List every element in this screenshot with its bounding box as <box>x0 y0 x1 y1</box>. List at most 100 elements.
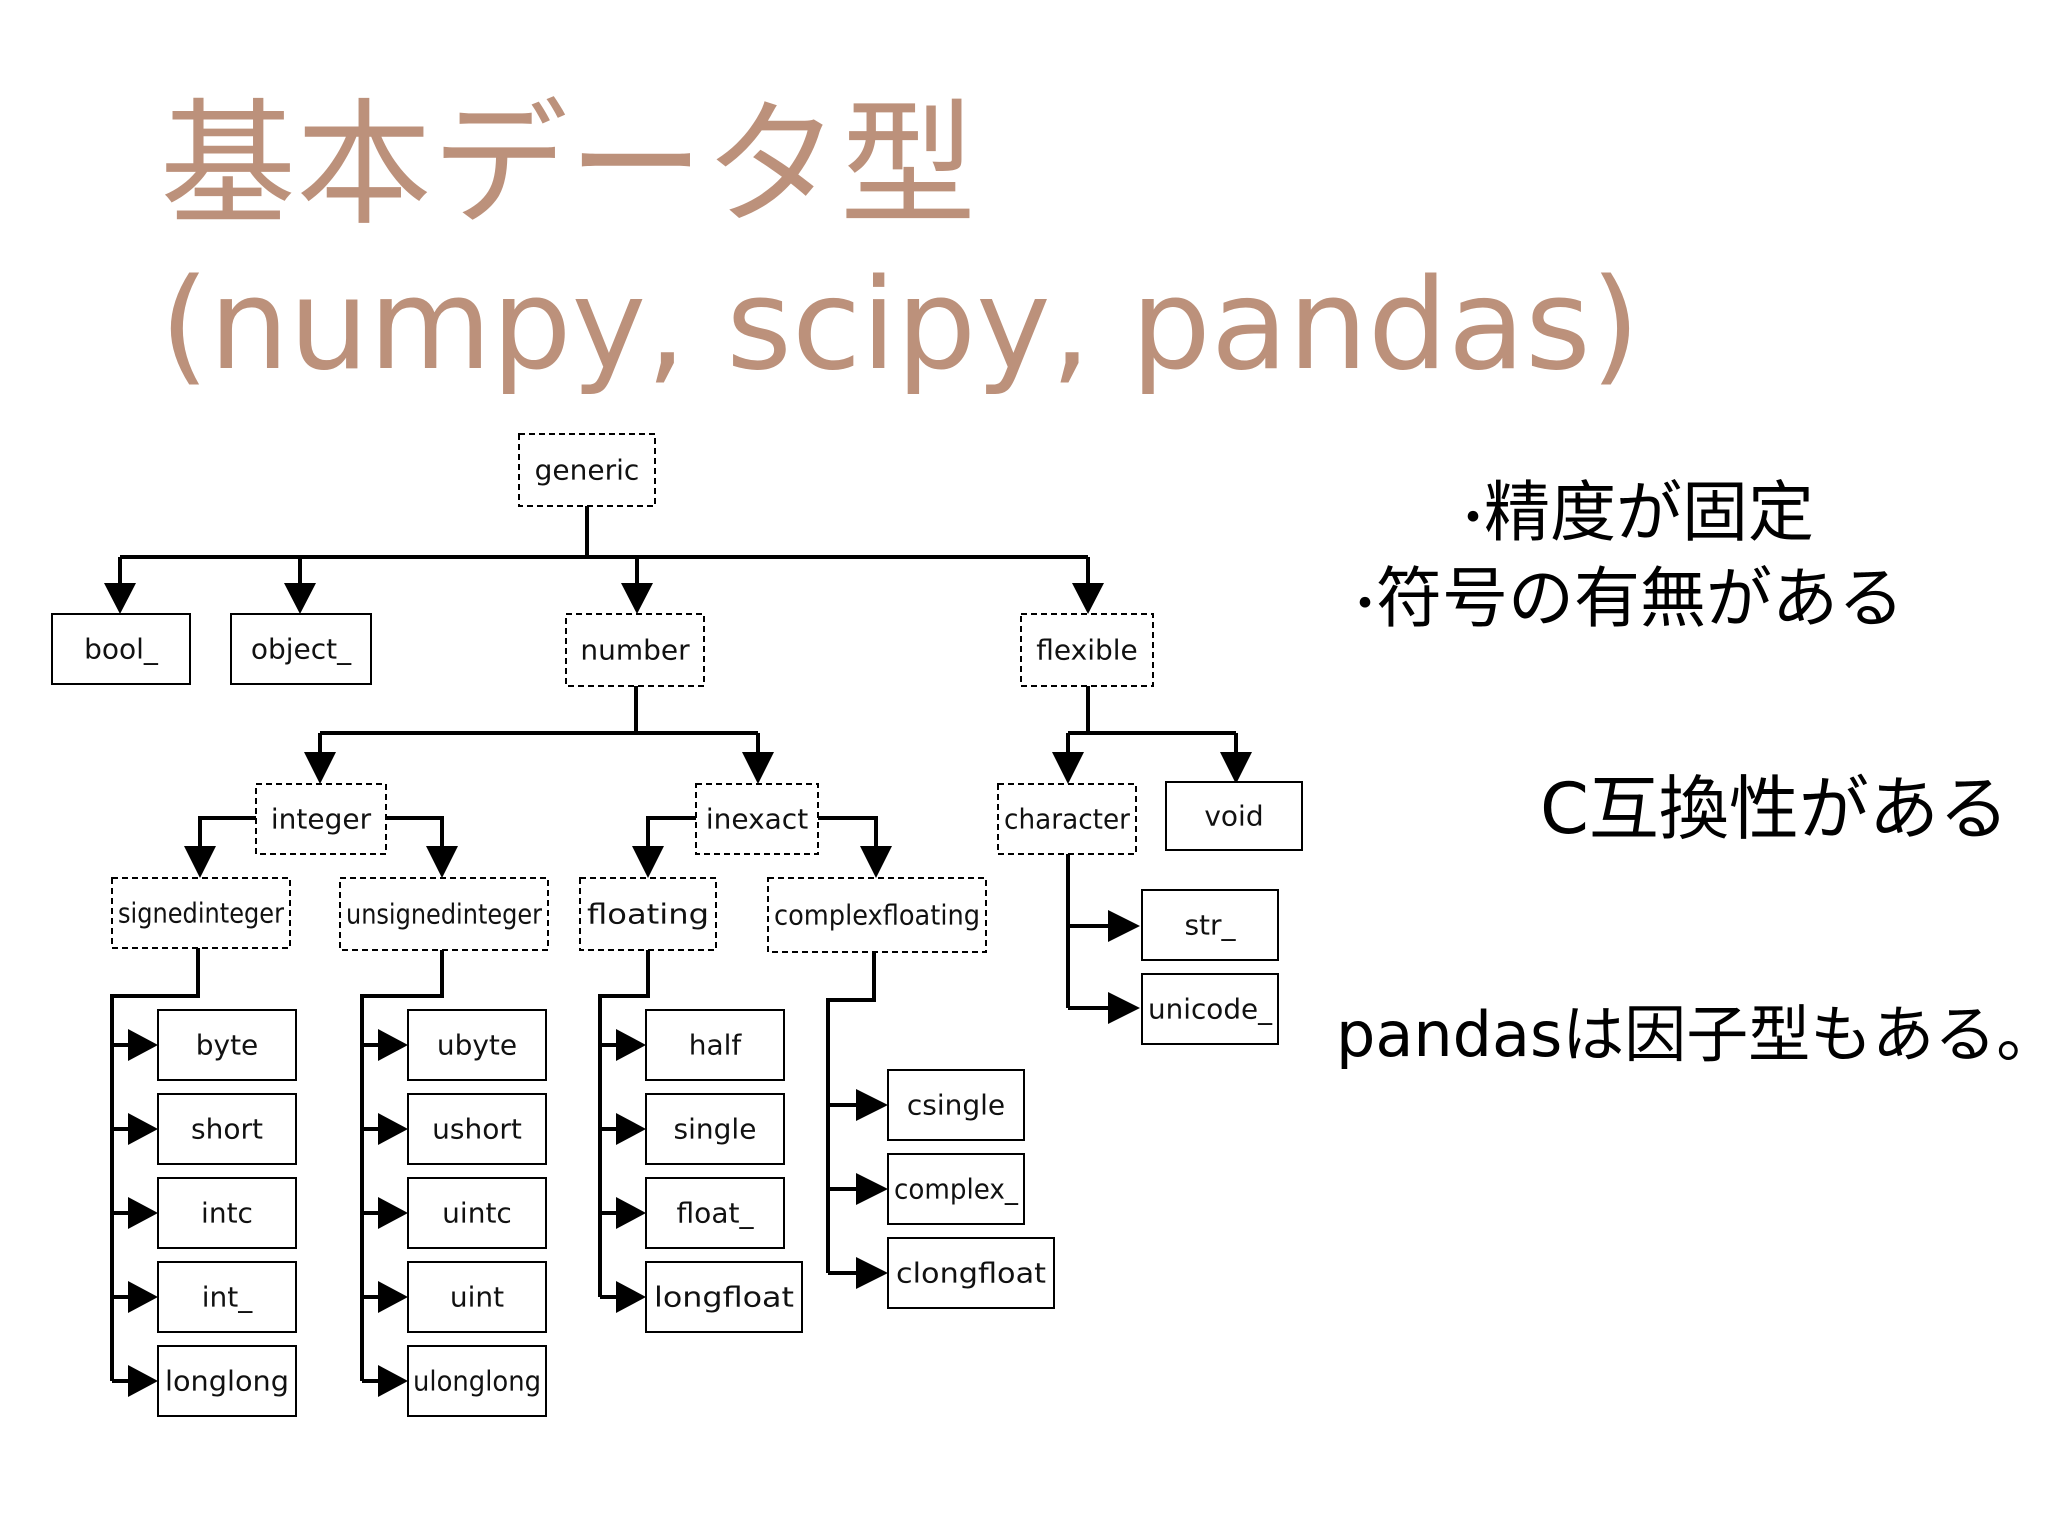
node-uint: uint <box>407 1261 547 1333</box>
node-label-csingle: csingle <box>907 1089 1005 1122</box>
arrowhead <box>616 1029 646 1061</box>
node-label-unicode: unicode_ <box>1148 993 1273 1026</box>
node-floating: floating <box>579 877 717 951</box>
arrowhead <box>856 1089 888 1121</box>
node-half: half <box>645 1009 785 1081</box>
node-byte: byte <box>157 1009 297 1081</box>
node-intc: intc <box>157 1177 297 1249</box>
bullet-text: 符号の有無がある <box>1376 560 1904 637</box>
node-complexfloating: complexfloating <box>767 877 987 953</box>
node-label-object: object_ <box>251 633 352 666</box>
node-ushort: ushort <box>407 1093 547 1165</box>
slide-title: 基本データ型 <box>160 87 976 245</box>
node-label-uint: uint <box>450 1281 504 1314</box>
diagram-nodes: generic bool_ object_ number flexible <box>51 433 1303 1417</box>
arrowhead <box>426 846 458 878</box>
node-label-number: number <box>580 634 690 667</box>
node-label-ubyte: ubyte <box>437 1029 517 1062</box>
diagram-arrowheads <box>104 583 1252 1397</box>
node-label-float: float_ <box>677 1197 755 1230</box>
arrowhead <box>304 752 336 784</box>
node-longfloat: longfloat <box>645 1261 803 1333</box>
arrowhead <box>1072 583 1104 614</box>
arrowhead <box>378 1197 408 1229</box>
node-label-uintc: uintc <box>442 1197 512 1230</box>
arrowhead <box>378 1365 408 1397</box>
arrowhead <box>621 583 653 614</box>
node-label-longlong: longlong <box>165 1365 289 1398</box>
node-label-ulonglong: ulonglong <box>413 1365 541 1398</box>
node-label-str: str_ <box>1184 909 1236 942</box>
arrowhead <box>860 846 892 878</box>
edge-inexact-left <box>646 816 696 856</box>
arrowhead <box>128 1197 158 1229</box>
arrowhead <box>104 583 136 614</box>
node-single: single <box>645 1093 785 1165</box>
node-ulonglong: ulonglong <box>407 1345 547 1417</box>
slide-subtitle: (numpy, scipy, pandas) <box>160 251 1640 398</box>
edge-unsigned-spine <box>360 950 444 1381</box>
arrowhead <box>616 1113 646 1145</box>
arrowhead <box>128 1365 158 1397</box>
node-label-short: short <box>191 1113 263 1146</box>
arrowhead <box>128 1113 158 1145</box>
arrowhead <box>1108 910 1140 942</box>
arrowhead <box>856 1173 888 1205</box>
node-label-ushort: ushort <box>432 1113 522 1146</box>
bullet-item: ・精度が固定 <box>1448 480 1814 546</box>
node-clongfloat: clongfloat <box>887 1237 1055 1309</box>
arrowhead <box>1220 752 1252 784</box>
node-label-bool: bool_ <box>84 633 159 666</box>
node-longlong: longlong <box>157 1345 297 1417</box>
pandas-factor-note: pandasは因子型もある。 <box>1336 998 2048 1071</box>
arrowhead <box>184 846 216 878</box>
node-label-generic: generic <box>535 454 640 487</box>
node-label-void: void <box>1204 800 1263 833</box>
node-object: object_ <box>230 613 372 685</box>
node-ubyte: ubyte <box>407 1009 547 1081</box>
edge-floating-spine <box>598 950 650 1297</box>
edge-integer-right <box>386 816 444 856</box>
node-label-byte: byte <box>196 1029 259 1062</box>
edge-signed-spine <box>110 948 200 1381</box>
node-uintc: uintc <box>407 1177 547 1249</box>
arrowhead <box>632 846 664 878</box>
node-inexact: inexact <box>695 783 819 855</box>
node-flexible: flexible <box>1020 613 1154 687</box>
bullet-text: 精度が固定 <box>1484 474 1814 551</box>
node-generic: generic <box>518 433 656 507</box>
node-unsignedinteger: unsignedinteger <box>339 877 549 951</box>
node-str: str_ <box>1141 889 1279 961</box>
node-label-inexact: inexact <box>706 803 808 836</box>
node-bool: bool_ <box>51 613 191 685</box>
node-label-complexfloating: complexfloating <box>774 899 980 932</box>
arrowhead <box>284 583 316 614</box>
node-csingle: csingle <box>887 1069 1025 1141</box>
node-complex: complex_ <box>887 1153 1025 1225</box>
node-label-single: single <box>674 1113 757 1146</box>
arrowhead <box>378 1113 408 1145</box>
bullet-dot: ・ <box>1448 489 1498 547</box>
arrowhead <box>616 1197 646 1229</box>
node-label-clongfloat: clongfloat <box>896 1257 1046 1290</box>
node-label-integer: integer <box>271 803 372 836</box>
arrowhead <box>128 1281 158 1313</box>
arrowhead <box>742 752 774 784</box>
edge-inexact-right <box>818 816 878 856</box>
node-void: void <box>1165 781 1303 851</box>
c-compatibility-note: C互換性がある <box>1540 768 2009 850</box>
arrowhead <box>616 1281 646 1313</box>
node-signedinteger: signedinteger <box>111 877 291 949</box>
node-label-complex: complex_ <box>894 1173 1019 1206</box>
node-label-longfloat: longfloat <box>654 1281 794 1314</box>
edge-complexfloating-spine <box>826 952 876 1273</box>
node-label-intc: intc <box>201 1197 253 1230</box>
node-float: float_ <box>645 1177 785 1249</box>
node-int: int_ <box>157 1261 297 1333</box>
bullet-dot: ・ <box>1340 575 1390 633</box>
node-character: character <box>997 783 1137 855</box>
edge-integer-left <box>198 816 256 856</box>
arrowhead <box>378 1281 408 1313</box>
